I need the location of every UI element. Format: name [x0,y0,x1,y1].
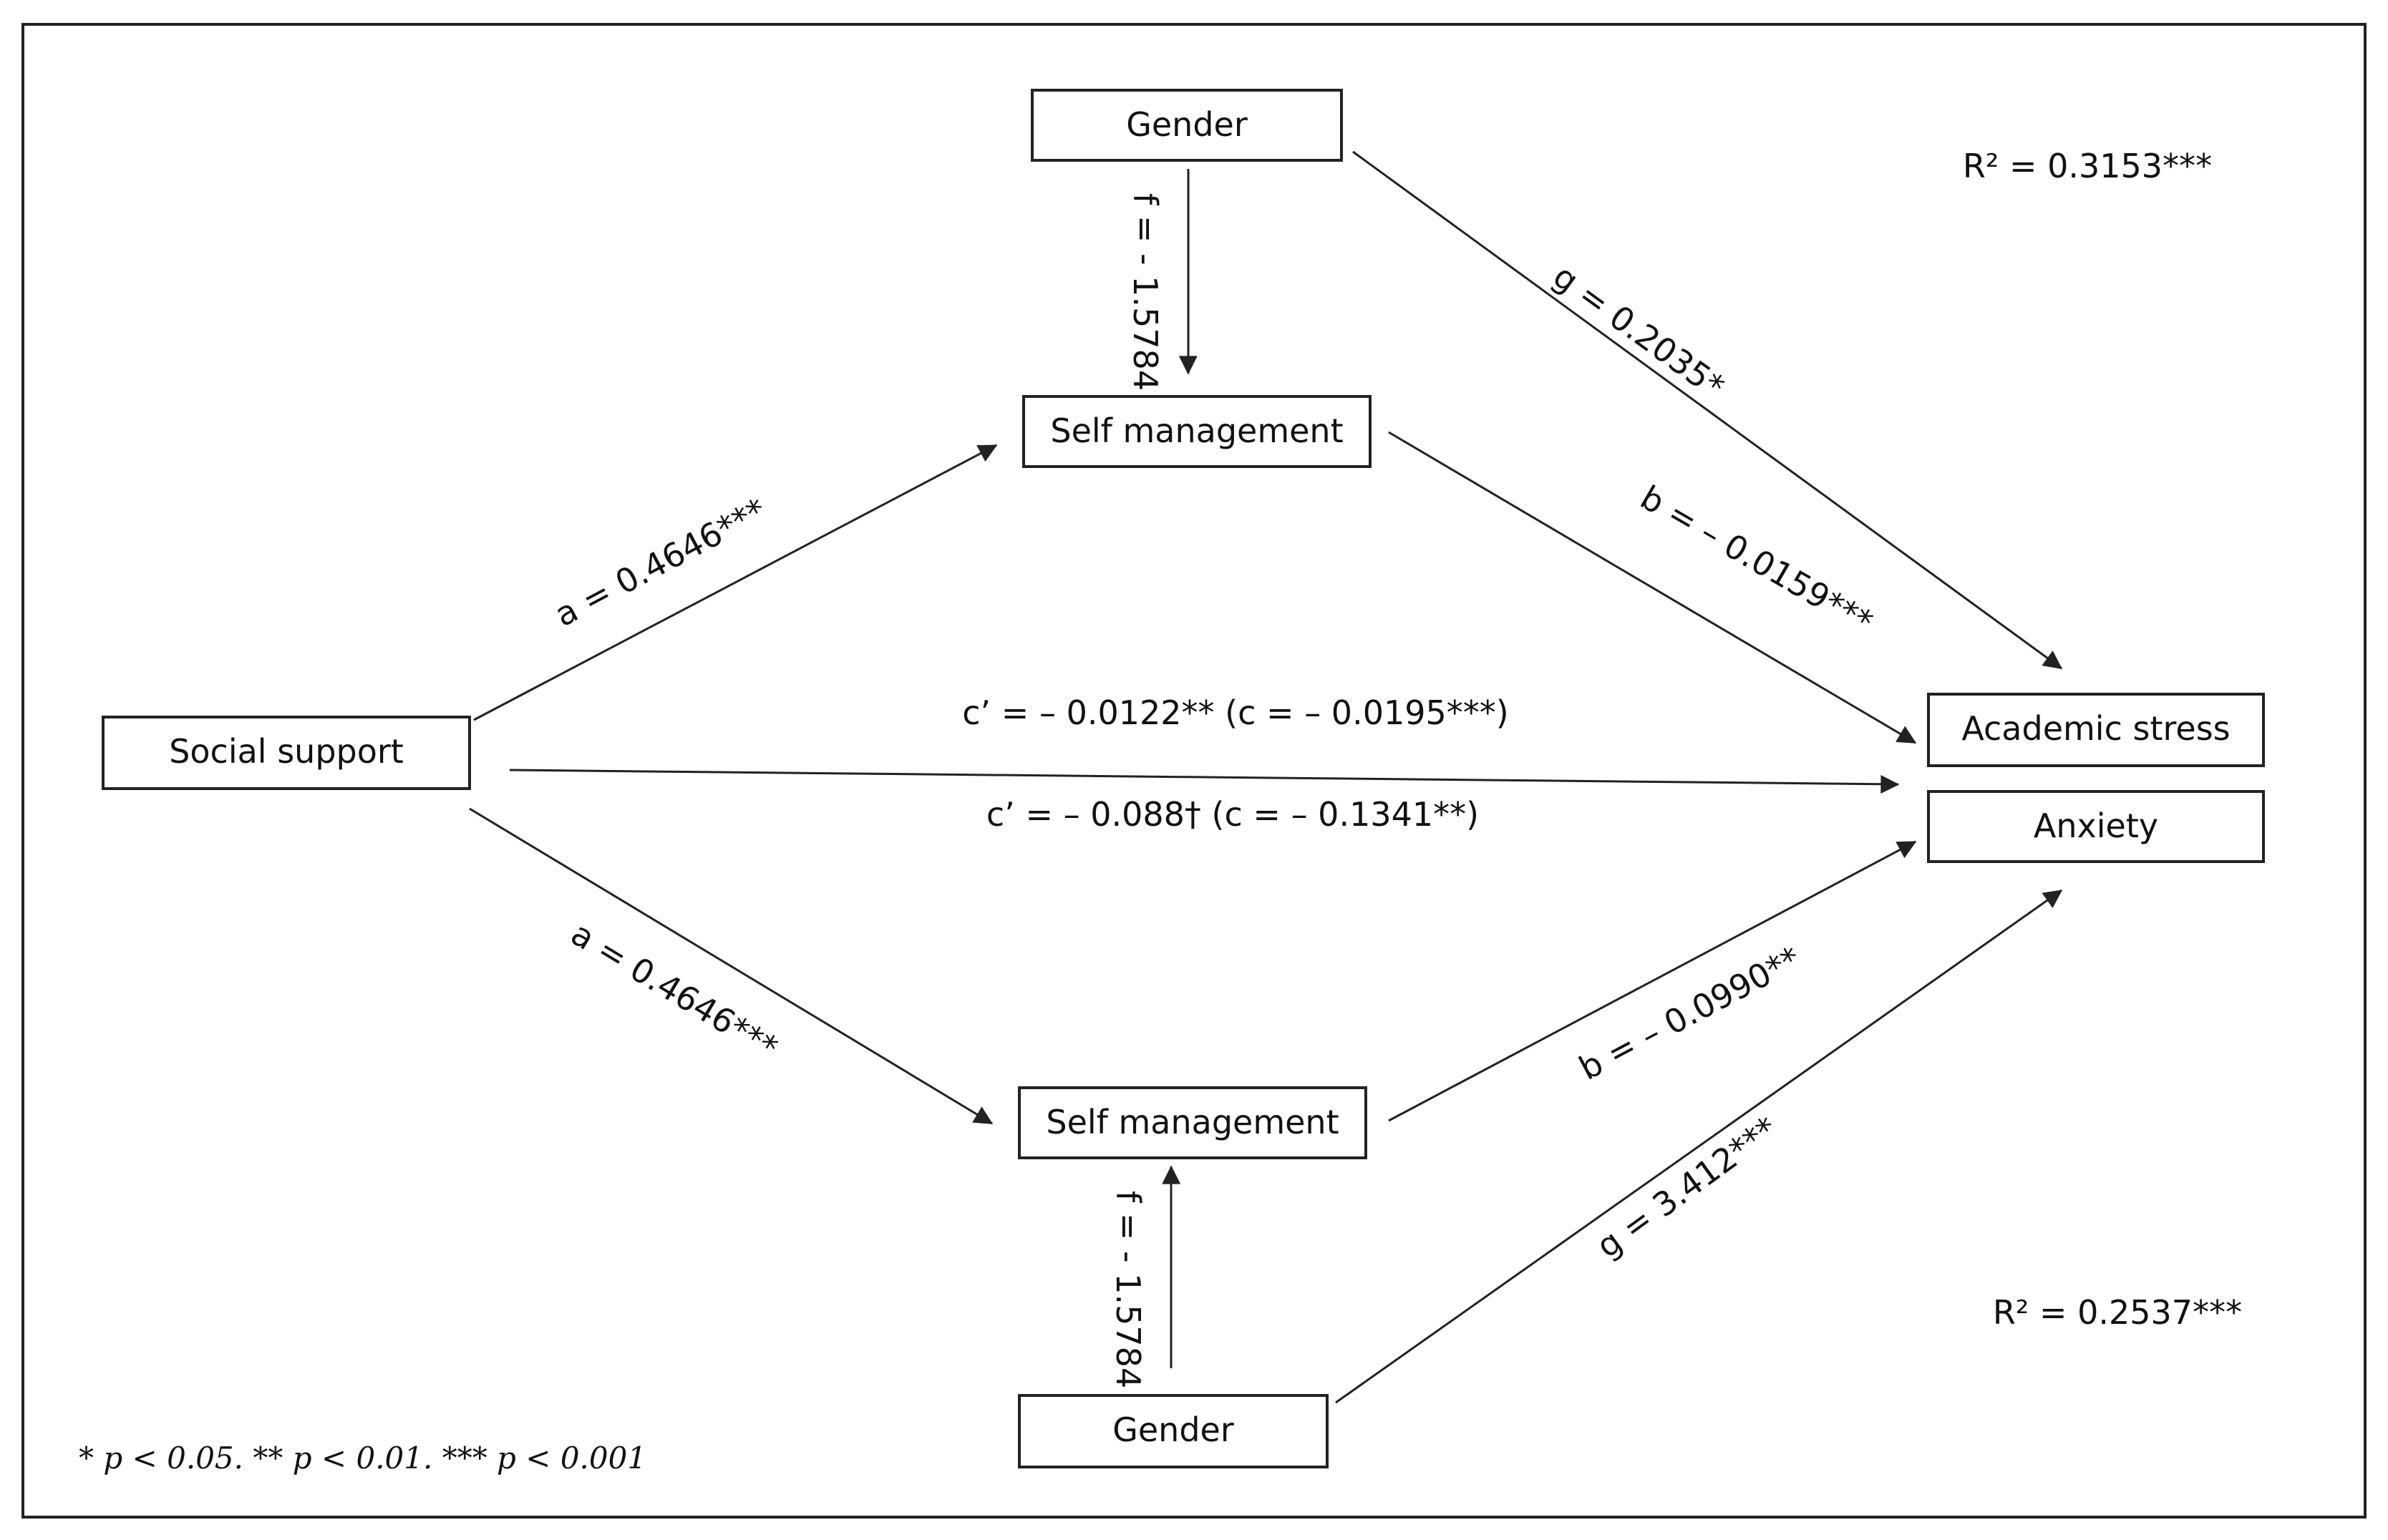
node-label: Social support [169,732,404,771]
label-f-top: f = - 1.5784 [1126,193,1165,391]
label-g-top: g = 0.2035* [1546,257,1732,406]
arrow-self-mgmt-bottom-to-anxiety [1388,840,1917,1122]
diagram-frame [21,23,2367,1519]
node-label: Academic stress [1961,709,2230,748]
node-self-management-top: Self management [1022,395,1372,468]
node-gender-bottom: Gender [1018,1394,1329,1468]
node-label: Gender [1126,105,1248,144]
arrow-gender-bottom-to-anxiety [1335,889,2063,1404]
arrow-gender-top-to-academic-stress [1352,150,2063,670]
node-label: Self management [1046,1103,1339,1141]
node-label: Self management [1050,411,1343,450]
arrow-self-mgmt-top-to-academic-stress [1388,431,1917,744]
label-c-top: c’ = – 0.0122** (c = – 0.0195***) [962,693,1508,732]
arrow-social-support-to-self-mgmt-top [473,444,998,721]
node-label: Anxiety [2034,806,2158,845]
node-label: Gender [1112,1410,1234,1449]
node-gender-top: Gender [1031,89,1343,162]
label-b-top: b = – 0.0159*** [1634,478,1880,642]
r-squared-bottom: R² = 0.2537*** [1993,1293,2242,1332]
node-academic-stress: Academic stress [1927,693,2265,767]
label-f-bottom: f = - 1.5784 [1109,1191,1147,1388]
arrow-social-support-to-outcomes [509,769,1900,794]
node-social-support: Social support [102,716,471,790]
label-a-bottom: a = 0.4646*** [565,914,785,1067]
node-anxiety: Anxiety [1927,790,2265,863]
node-self-management-bottom: Self management [1018,1086,1367,1159]
label-g-bottom: g = 3.412*** [1589,1109,1785,1266]
label-c-bottom: c’ = – 0.088† (c = – 0.1341**) [986,795,1479,834]
r-squared-top: R² = 0.3153*** [1963,147,2212,185]
significance-footnote: * p < 0.05. ** p < 0.01. *** p < 0.001 [79,1441,646,1476]
arrow-social-support-to-self-mgmt-bottom [469,807,994,1125]
label-a-top: a = 0.4646*** [548,491,772,635]
